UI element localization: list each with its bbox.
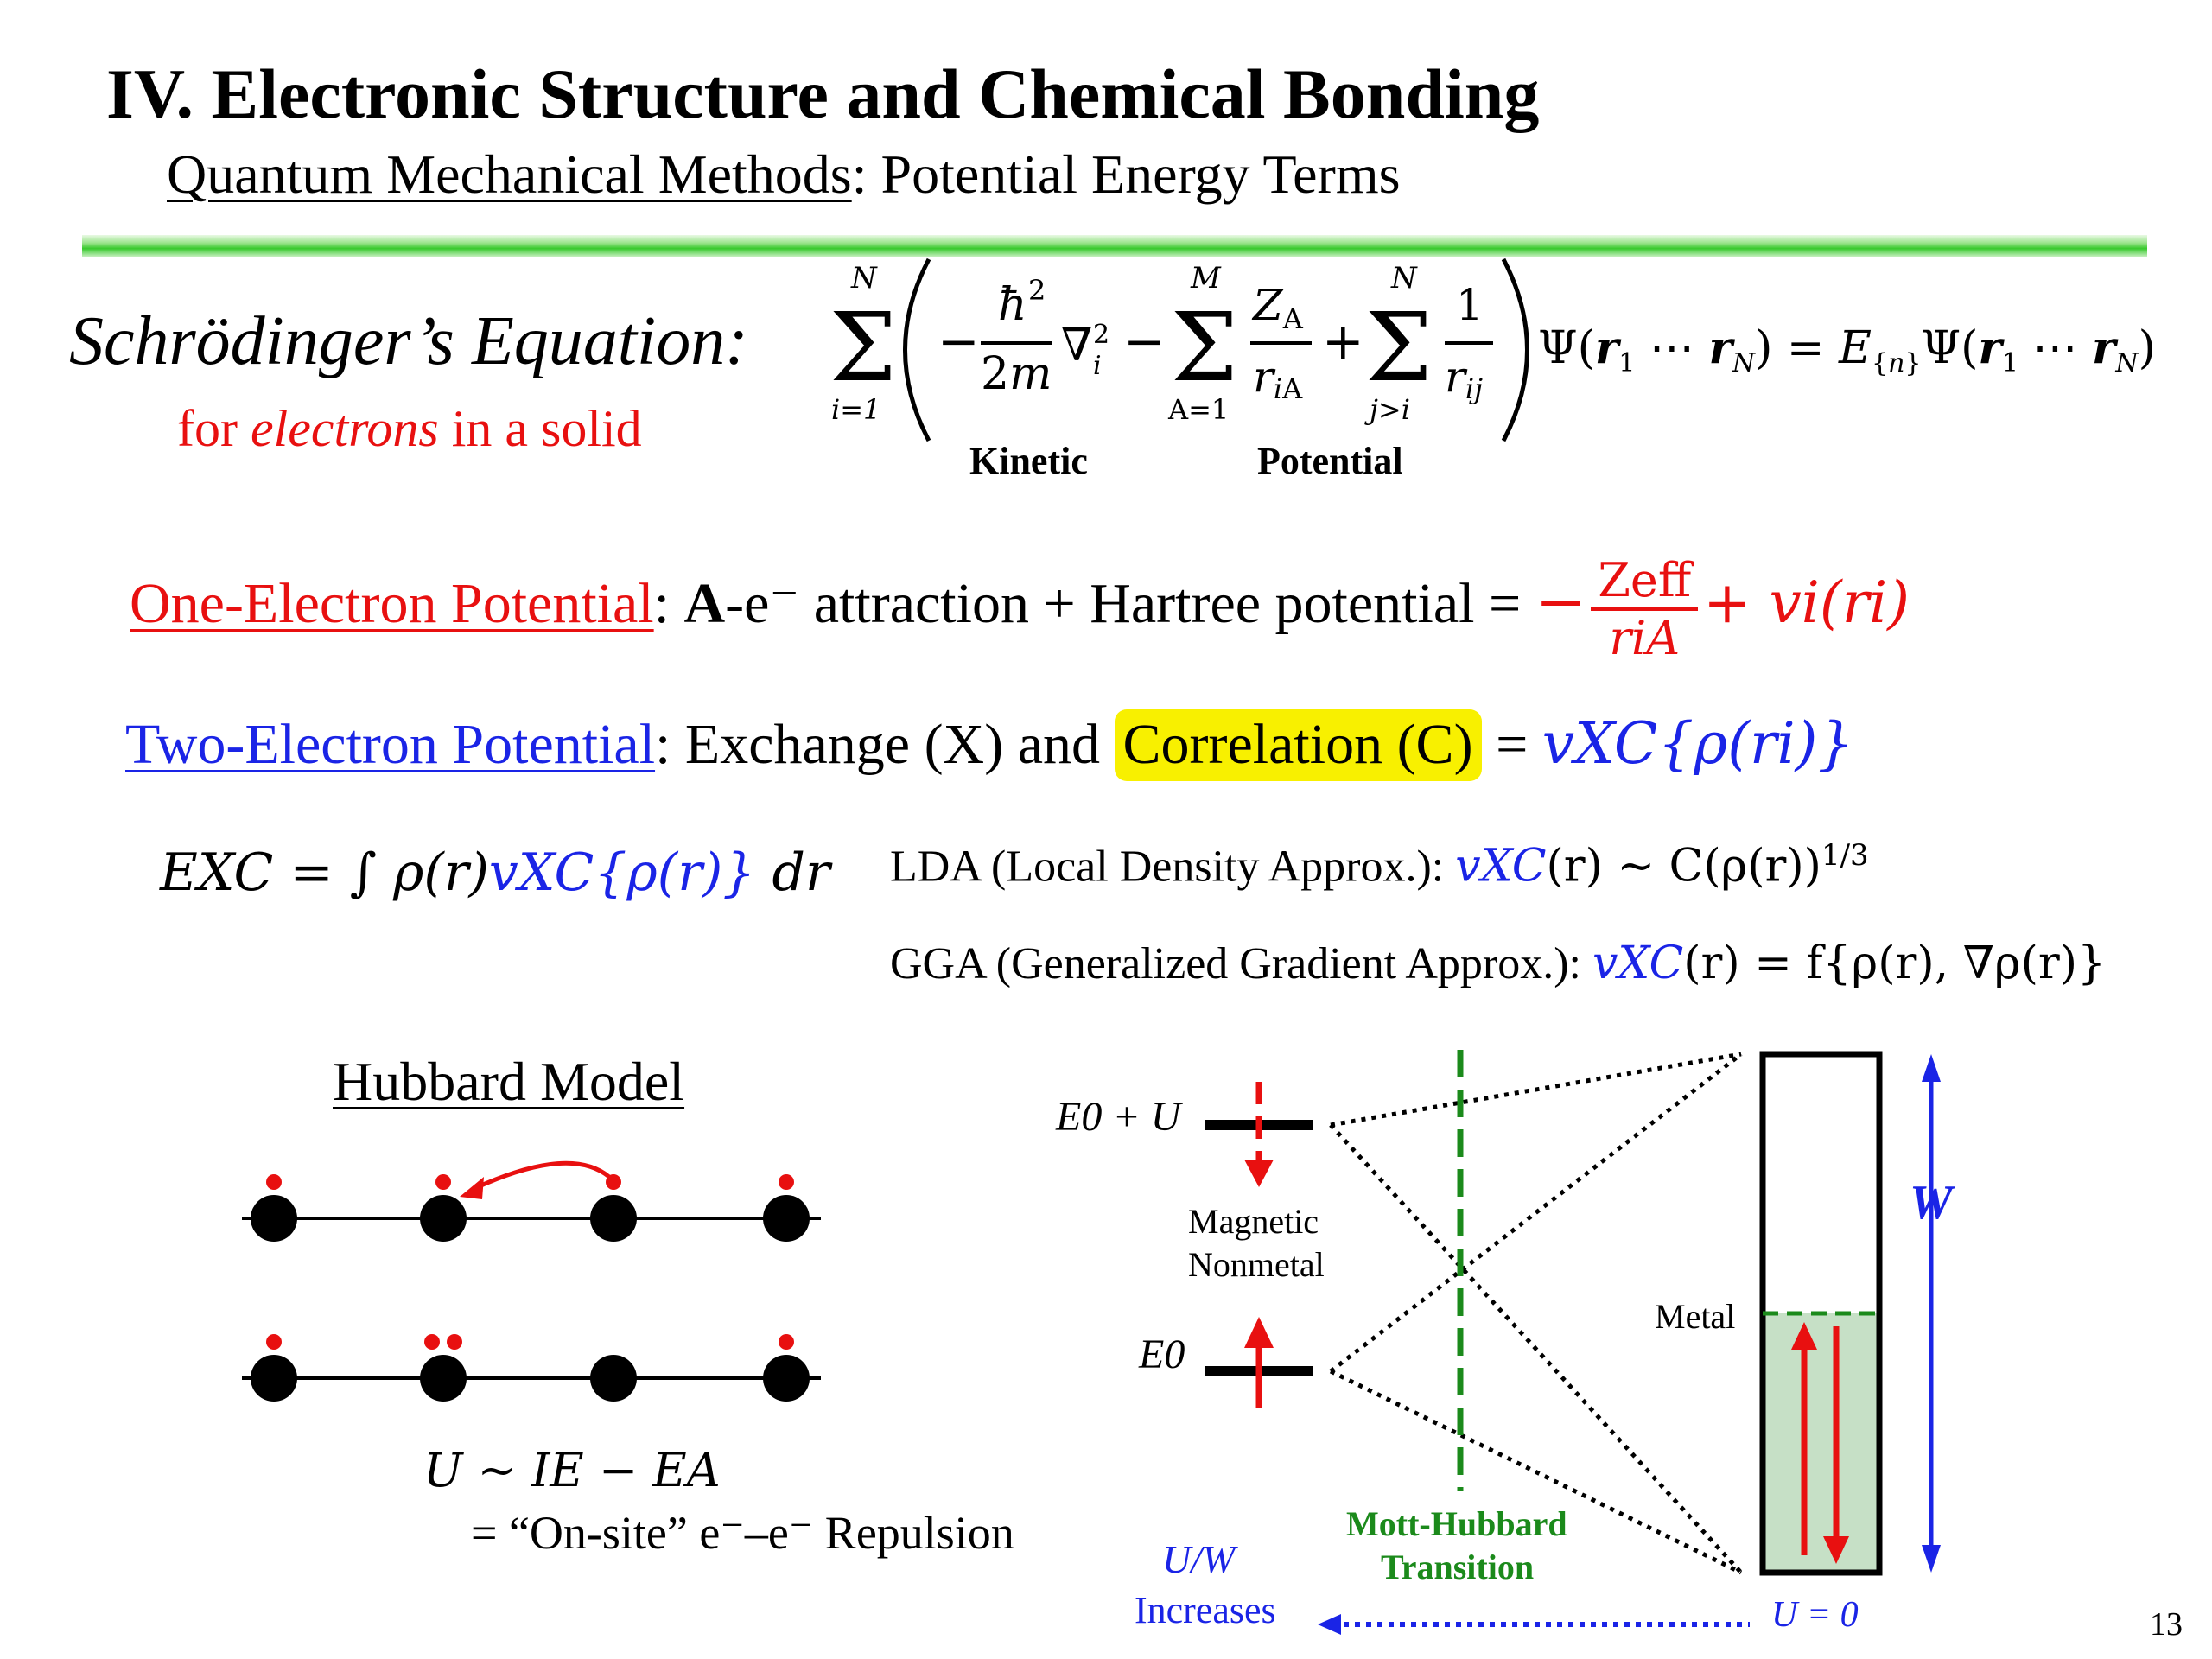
subtitle-underlined: Quantum Mechanical Methods — [167, 143, 852, 205]
one-electron-line: One-Electron Potential: A-e⁻ attraction … — [130, 553, 1910, 665]
nonmetal-label: Nonmetal — [1188, 1245, 1325, 1284]
schrodinger-label: Schrödinger’s Equation: — [69, 303, 748, 379]
site — [590, 1195, 637, 1242]
slide-title: IV. Electronic Structure and Chemical Bo… — [106, 54, 1540, 133]
increase-arrow-head — [1318, 1614, 1341, 1635]
mott-hubbard-diagram — [1205, 1050, 1941, 1635]
svg-text:ZA: ZA — [1251, 280, 1304, 335]
exc-equation: EXC = ∫ ρ(r)vXC{ρ(r)} dr — [160, 842, 830, 903]
svg-text:riA: riA — [1253, 352, 1303, 405]
mott-label-1: Mott-Hubbard — [1346, 1504, 1567, 1543]
metal-label: Metal — [1655, 1297, 1736, 1336]
onsite-repulsion: = “On-site” e⁻–e⁻ Repulsion — [471, 1507, 1014, 1559]
gga-line: GGA (Generalized Gradient Approx.): vXC(… — [890, 938, 2107, 989]
site — [763, 1355, 810, 1402]
hubbard-title: Hubbard Model — [333, 1051, 685, 1112]
svg-text:Σ: Σ — [1365, 292, 1433, 403]
uw-label: U/W — [1162, 1537, 1236, 1581]
electron — [435, 1174, 451, 1190]
metal-up-arrow — [1791, 1322, 1817, 1350]
electron — [779, 1334, 794, 1350]
site — [420, 1355, 467, 1402]
electrons-note: for electrons in a solid — [177, 400, 642, 457]
svg-text:Σ: Σ — [1171, 292, 1238, 403]
svg-text:−: − — [938, 312, 980, 371]
u-relation: U ~ IE − EA — [423, 1443, 721, 1497]
svg-text:2: 2 — [1028, 274, 1046, 307]
one-electron-term: One-Electron Potential — [130, 572, 654, 636]
site — [590, 1355, 637, 1402]
svg-text:M: M — [1190, 261, 1222, 296]
subtitle-rest: : Potential Energy Terms — [851, 143, 1401, 205]
two-electron-term: Two-Electron Potential — [125, 713, 656, 776]
svg-text:i: i — [1093, 351, 1102, 381]
site — [420, 1195, 467, 1242]
svg-text:∇: ∇ — [1061, 320, 1092, 372]
correlation-highlight: Correlation (C) — [1114, 709, 1482, 781]
potential-label: Potential — [1257, 440, 1403, 482]
increases-label: Increases — [1135, 1589, 1276, 1631]
svg-text:Σ: Σ — [830, 292, 897, 403]
hop-arrow — [474, 1160, 611, 1191]
kinetic-label: Kinetic — [969, 440, 1088, 482]
mott-label-2: Transition — [1381, 1548, 1535, 1586]
svg-text:Ψ(r1 ⋯ rN) = E{n}Ψ(r1 ⋯ rN): Ψ(r1 ⋯ rN) = E{n}Ψ(r1 ⋯ rN) — [1538, 321, 2156, 378]
svg-text:j>i: j>i — [1364, 393, 1410, 426]
schrodinger-equation: N Σ i=1 − ħ 2 2m ∇ 2 i − M Σ A=1 ZA riA … — [830, 257, 2156, 442]
electron — [266, 1174, 282, 1190]
svg-text:i=1: i=1 — [831, 393, 880, 426]
u-zero-label: U = 0 — [1771, 1595, 1859, 1635]
e0-plus-u-label: E0 + U — [1056, 1094, 1181, 1140]
svg-text:N: N — [1390, 261, 1418, 296]
slide-subtitle: Quantum Mechanical Methods: Potential En… — [167, 143, 1401, 207]
svg-text:rij: rij — [1445, 352, 1483, 405]
svg-text:2: 2 — [1093, 320, 1109, 350]
electron — [606, 1174, 621, 1190]
w-label: W — [1910, 1176, 1953, 1230]
site — [251, 1355, 297, 1402]
spin-up-arrow — [1244, 1317, 1274, 1348]
page-number: 13 — [2150, 1606, 2183, 1643]
metal-band-fill — [1763, 1313, 1879, 1573]
spin-down-arrow — [1244, 1160, 1274, 1187]
two-electron-line: Two-Electron Potential: Exchange (X) and… — [125, 709, 1853, 781]
svg-text:2m: 2m — [981, 348, 1052, 400]
electron — [779, 1174, 794, 1190]
svg-text:−: − — [1123, 312, 1166, 371]
e0-label: E0 — [1139, 1332, 1185, 1377]
svg-text:N: N — [850, 261, 878, 296]
svg-text:+: + — [1322, 312, 1364, 371]
magnetic-label: Magnetic — [1188, 1202, 1319, 1241]
metal-down-arrow — [1823, 1536, 1849, 1564]
svg-text:ħ: ħ — [998, 279, 1027, 331]
electron — [266, 1334, 282, 1350]
hubbard-lattice — [242, 1160, 821, 1402]
lda-line: LDA (Local Density Approx.): vXC(r) ~ C(… — [890, 838, 1869, 893]
electron — [424, 1334, 440, 1350]
site — [251, 1195, 297, 1242]
green-divider — [82, 235, 2147, 257]
svg-text:A=1: A=1 — [1167, 393, 1229, 426]
site — [763, 1195, 810, 1242]
svg-text:1: 1 — [1456, 280, 1484, 330]
electron — [447, 1334, 462, 1350]
